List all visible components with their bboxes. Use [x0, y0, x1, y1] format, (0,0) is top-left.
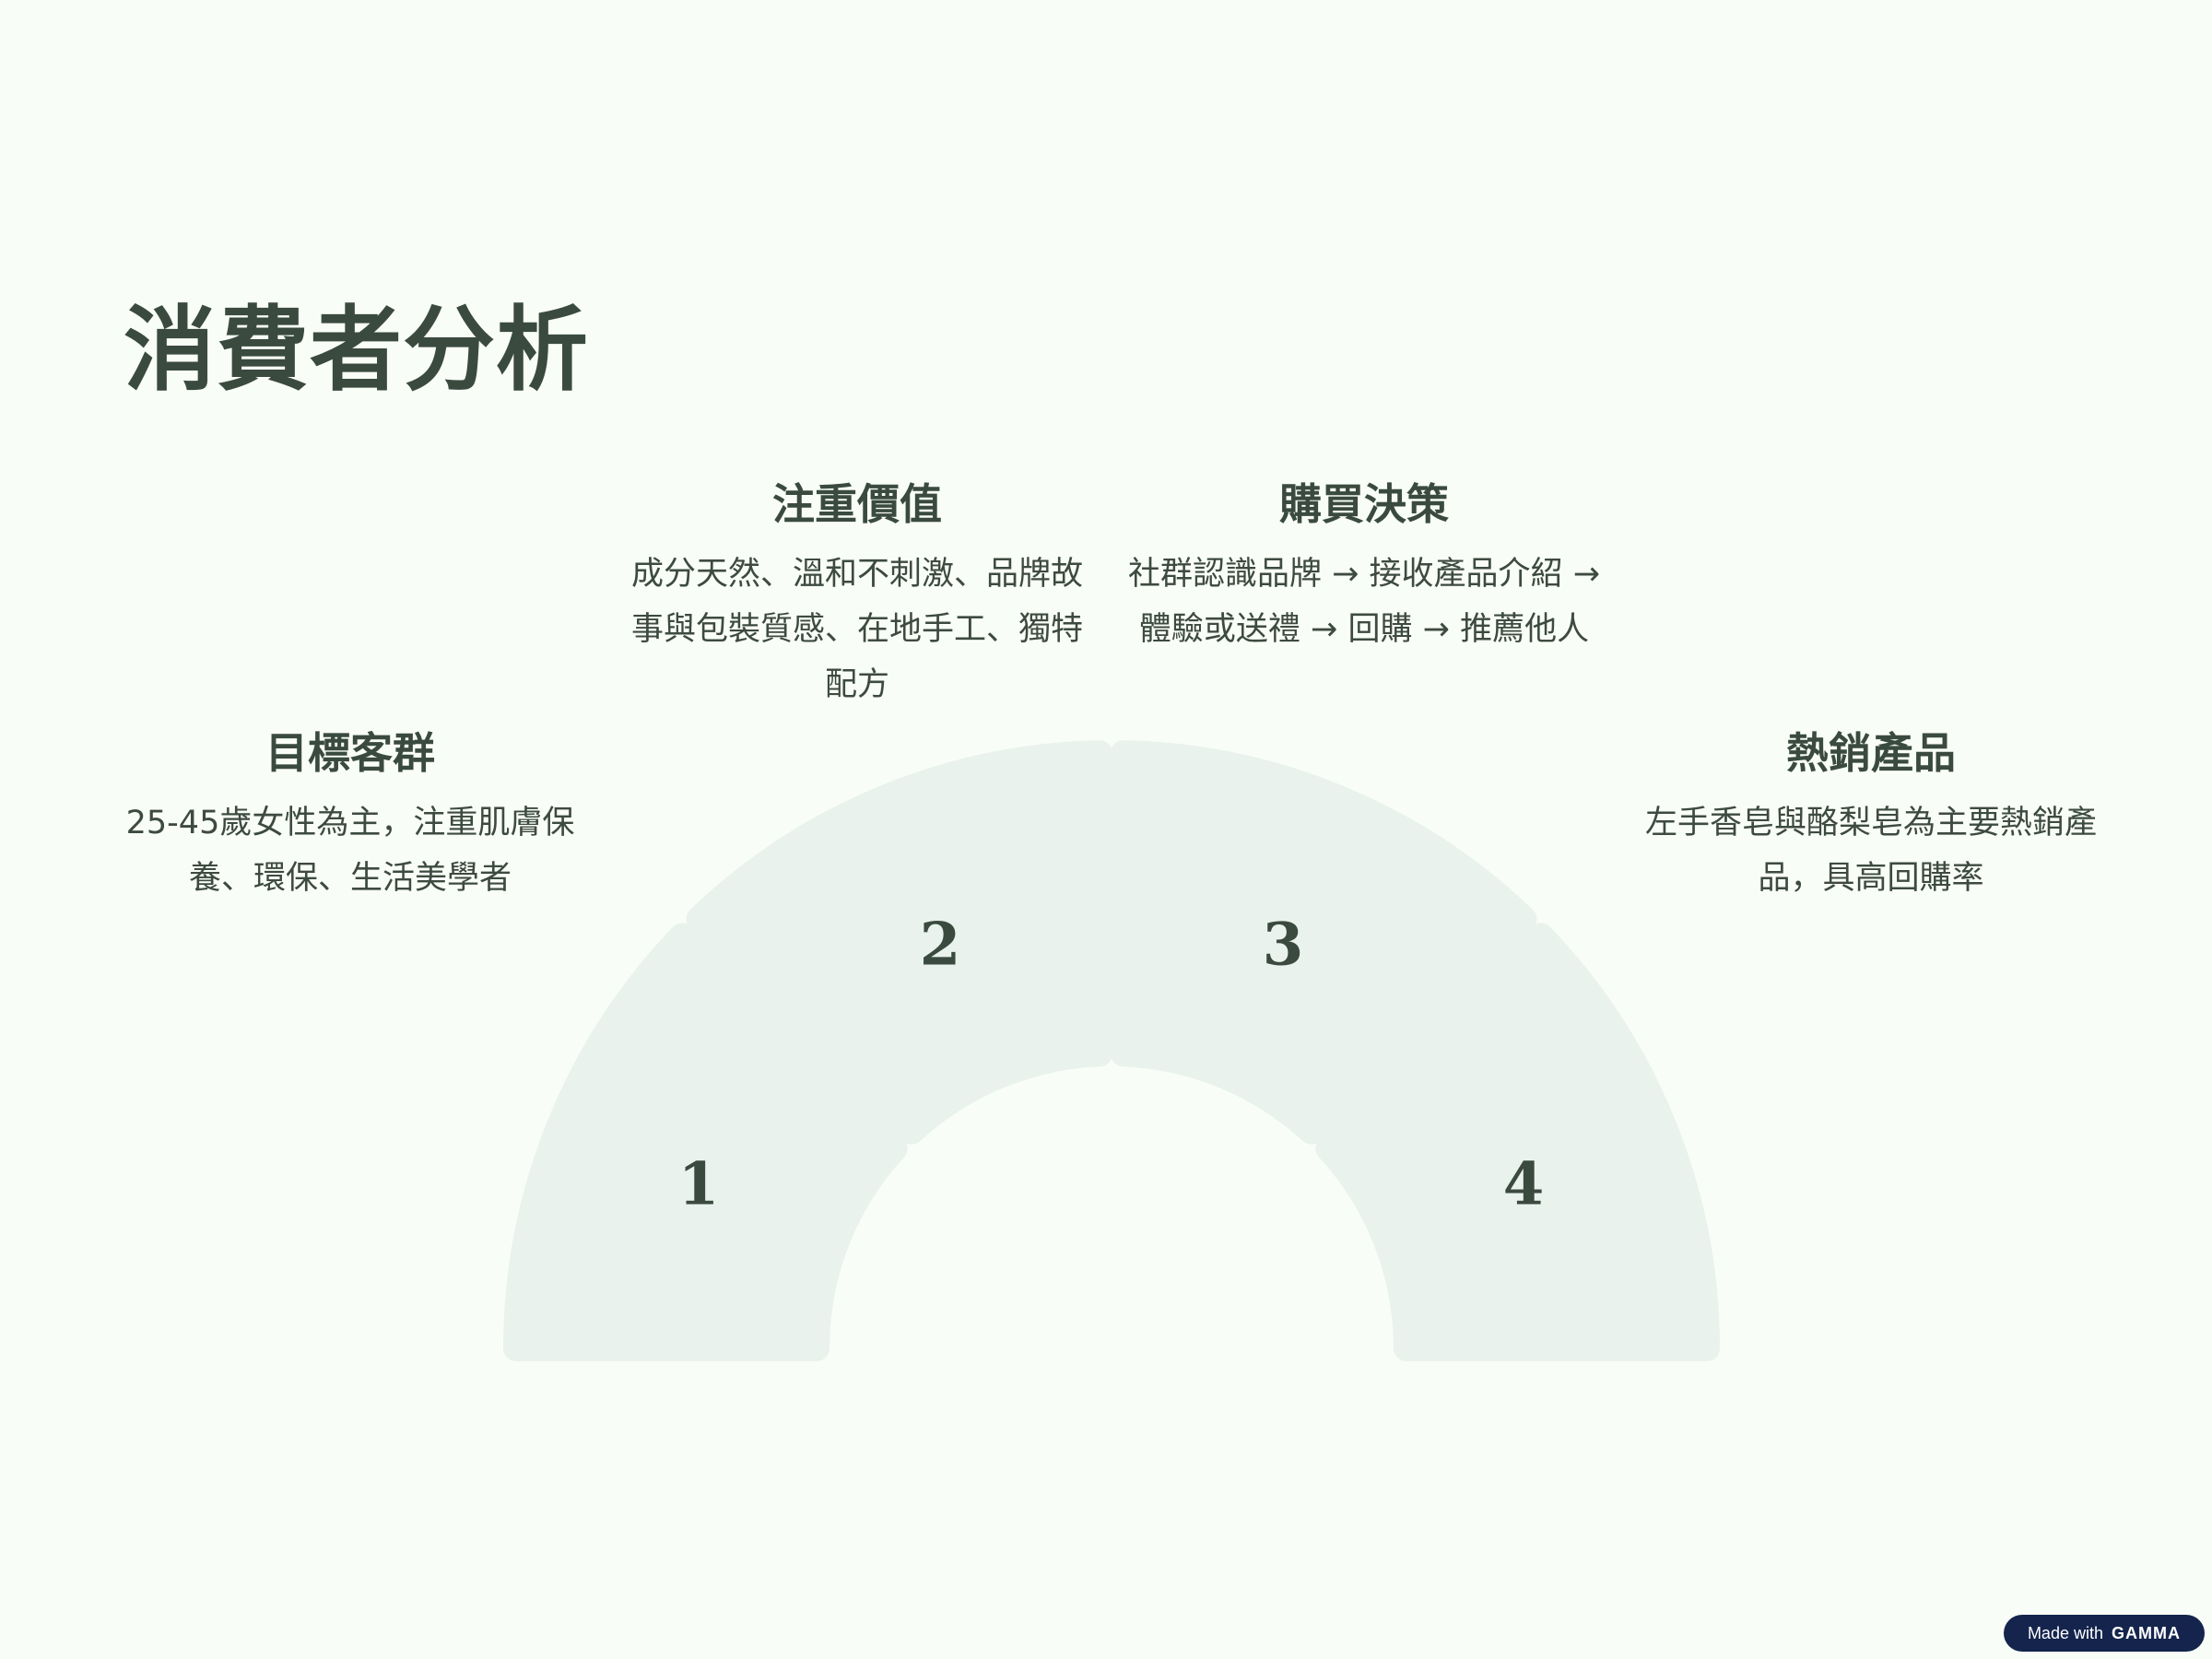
segment-shape-2 [686, 740, 1112, 1145]
segment-shape-4 [1315, 923, 1720, 1361]
segment-block-values: 注重價值 成分天然、溫和不刺激、品牌故事與包裝質感、在地手工、獨特配方 [618, 479, 1097, 712]
segment-heading: 熱銷產品 [1786, 728, 1956, 778]
segment-number-1: 1 [678, 1150, 720, 1219]
segment-description: 社群認識品牌 → 接收產品介紹 → 體驗或送禮 → 回購 → 推薦他人 [1127, 556, 1601, 649]
segment-block-purchase-decision: 購買決策 社群認識品牌 → 接收產品介紹 → 體驗或送禮 → 回購 → 推薦他人 [1124, 479, 1604, 657]
segment-description: 25-45歲女性為主，注重肌膚保養、環保、生活美學者 [125, 805, 575, 898]
badge-prefix: Made with [2027, 1624, 2103, 1642]
segment-heading: 注重價值 [772, 479, 942, 529]
segment-description: 成分天然、溫和不刺激、品牌故事與包裝質感、在地手工、獨特配方 [630, 556, 1083, 704]
gamma-logo-text: GAMMA [2112, 1624, 2181, 1642]
segment-description: 左手香皂與酪梨皂為主要熱銷產品，具高回購率 [1644, 805, 2097, 898]
segment-heading: 目標客群 [265, 728, 435, 778]
segment-number-3: 3 [1263, 911, 1304, 980]
segment-shapes [503, 740, 1720, 1361]
segment-block-best-sellers: 熱銷產品 左手香皂與酪梨皂為主要熱銷產品，具高回購率 [1631, 728, 2111, 906]
segment-number-4: 4 [1503, 1150, 1545, 1219]
page-title: 消費者分析 [124, 296, 589, 404]
segment-block-target-audience: 目標客群 25-45歲女性為主，注重肌膚保養、環保、生活美學者 [111, 728, 590, 906]
segment-heading: 購買決策 [1279, 479, 1449, 529]
segment-shape-1 [503, 923, 908, 1361]
segment-shape-3 [1111, 740, 1537, 1145]
made-with-gamma-badge[interactable]: Made with GAMMA [2003, 1615, 2205, 1652]
segment-number-2: 2 [920, 911, 961, 980]
